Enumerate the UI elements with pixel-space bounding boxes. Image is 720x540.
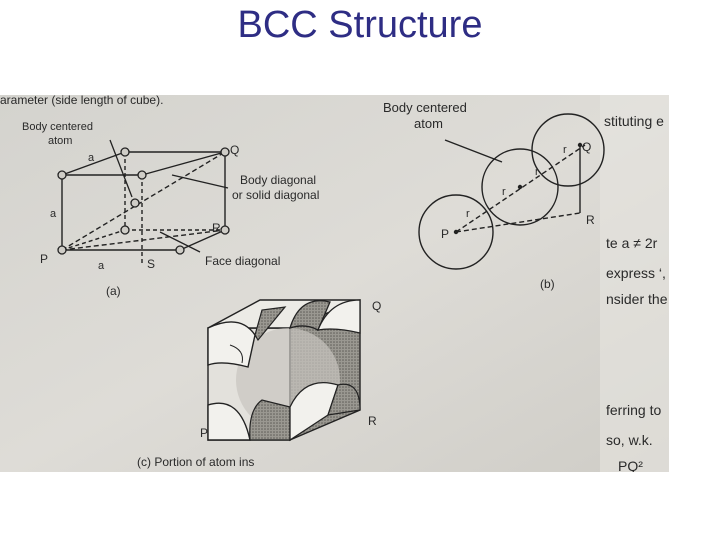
right-text-line-2: te a ≠ 2r [606, 235, 658, 251]
radius-r-2: r [502, 186, 506, 198]
radius-r-3: r [535, 166, 539, 178]
label-face-diagonal: Face diagonal [205, 254, 280, 268]
pointer-arrows-a [109, 139, 229, 253]
point-q-b: Q [582, 140, 591, 154]
label-body-centered-atom-a-2: atom [48, 135, 72, 147]
point-q-a: Q [230, 143, 239, 157]
point-s-a: S [147, 257, 155, 271]
label-body-centered-atom-b-1: Body centered [383, 100, 467, 115]
point-r-b: R [586, 213, 595, 227]
cube-atom-portions-diagram-c [207, 298, 361, 442]
caption-b: (b) [540, 277, 555, 291]
edge-a-top: a [88, 152, 95, 164]
cube-atoms-a [57, 147, 230, 255]
edge-a-bottom: a [98, 260, 105, 272]
point-q-c: Q [372, 299, 381, 313]
point-p-c: P [200, 426, 208, 440]
top-text: arameter (side length of cube). [0, 95, 163, 107]
right-text-line-3: express ‘, [606, 265, 666, 281]
right-margin-text: stituting e te a ≠ 2r express ‘, nsider … [604, 113, 668, 472]
right-text-line-5: ferring to [606, 402, 661, 418]
point-r-c: R [368, 414, 377, 428]
label-body-centered-atom-a-1: Body centered [22, 121, 93, 133]
label-body-centered-atom-b-2: atom [414, 116, 443, 131]
point-r-a: R [212, 221, 221, 235]
caption-a: (a) [106, 284, 121, 298]
textbook-figure-photo: arameter (side length of cube). Body cen… [0, 95, 669, 472]
point-p-b: P [441, 227, 449, 241]
slide-title: BCC Structure [237, 4, 483, 46]
bcc-cube-diagram-a [61, 151, 226, 265]
right-text-line-4: nsider the [606, 291, 668, 307]
right-text-line-7: PQ² [618, 458, 643, 472]
radius-r-4: r [563, 144, 567, 156]
caption-c: (c) Portion of atom ins [137, 455, 254, 469]
point-p-a: P [40, 252, 48, 266]
right-text-line-6: so, w.k. [606, 432, 653, 448]
radius-r-1: r [466, 208, 470, 220]
touching-atoms-diagram-b [418, 113, 605, 270]
right-text-line-1: stituting e [604, 113, 664, 129]
label-body-diagonal-1: Body diagonal [240, 173, 316, 187]
label-body-diagonal-2: or solid diagonal [232, 188, 319, 202]
edge-a-left: a [50, 208, 57, 220]
atom-centers-b [453, 142, 583, 235]
